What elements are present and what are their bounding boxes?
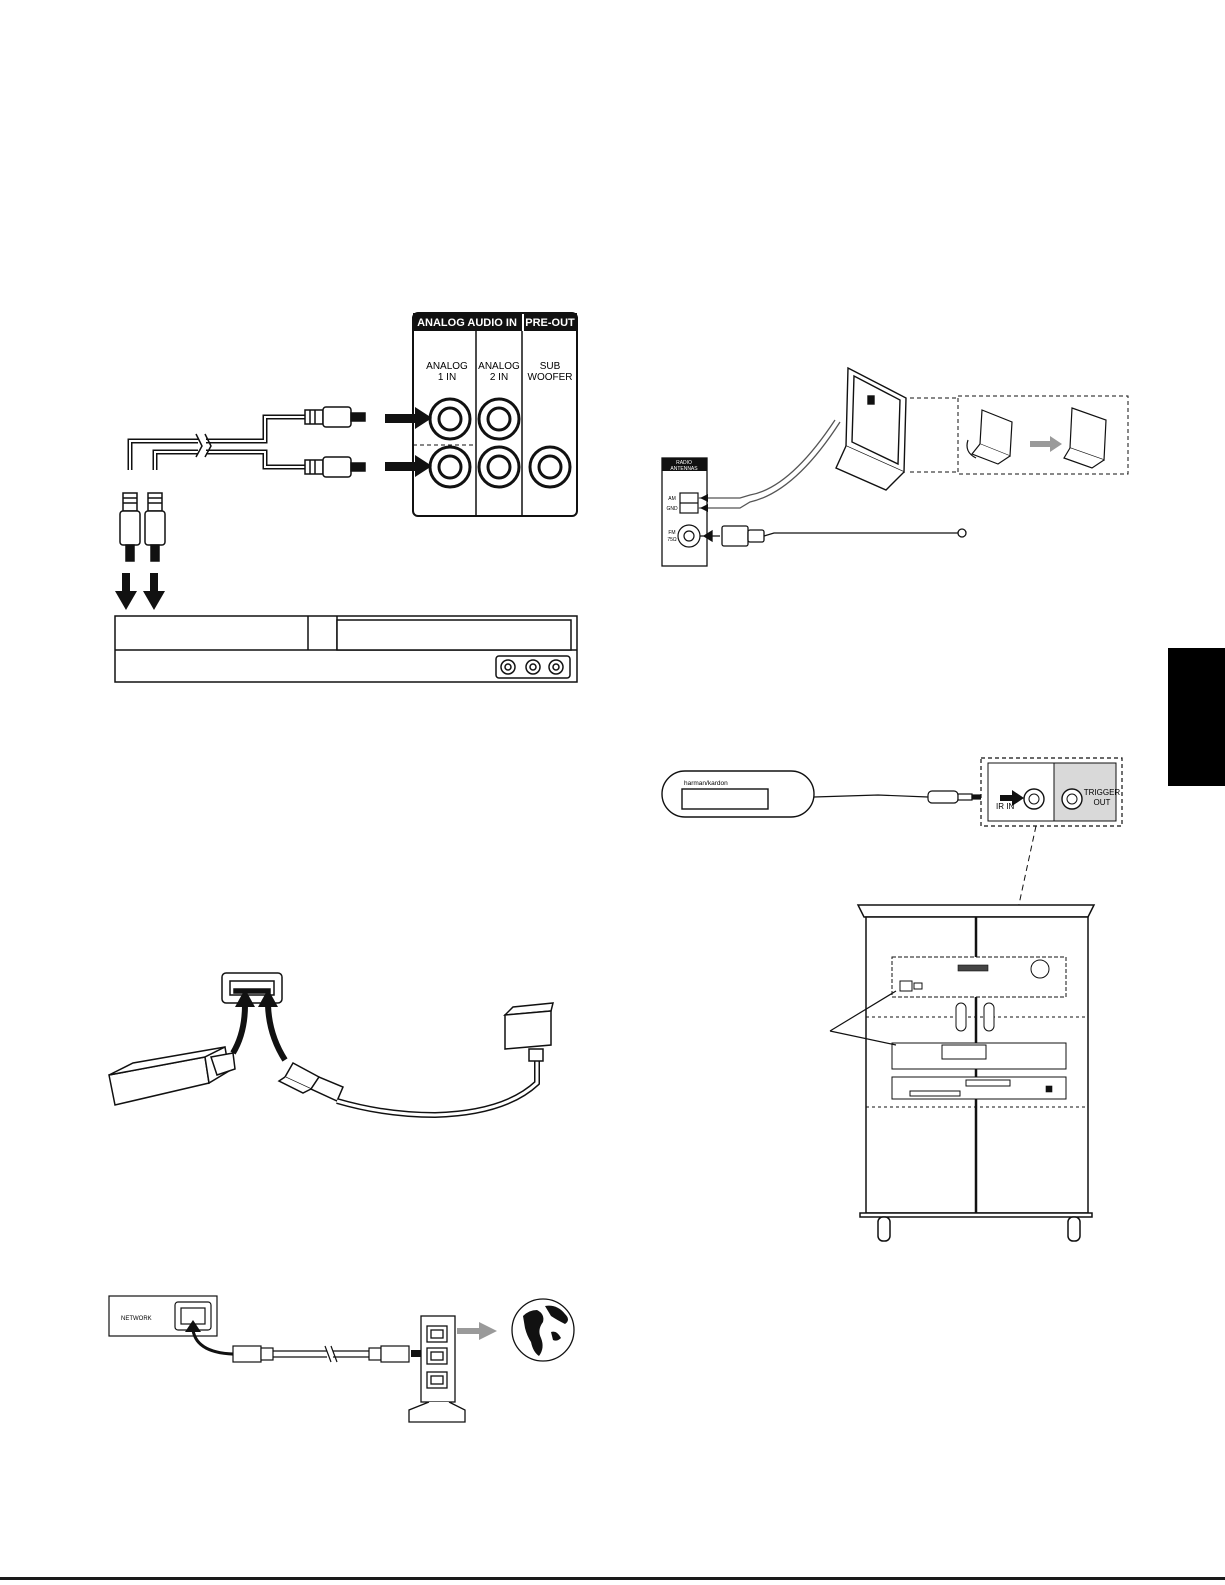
preout-section-title: PRE-OUT — [525, 317, 575, 329]
analog1-label-line1: ANALOG — [426, 361, 468, 372]
subwoofer-label-line1: SUB — [540, 361, 561, 372]
trigger-label-line2: OUT — [1094, 798, 1111, 807]
rca-cable — [130, 417, 320, 470]
ir-cable — [814, 791, 986, 803]
ir-in-label: IR IN — [996, 802, 1014, 811]
analog1-label-line2: 1 IN — [438, 372, 456, 383]
ir-receiver — [662, 771, 814, 817]
usb-arrow-right — [268, 1005, 285, 1060]
usb-connection-figure — [105, 965, 565, 1125]
globe-icon — [512, 1299, 574, 1361]
subwoofer-jack — [530, 447, 570, 487]
rca-plug-bottom-right — [145, 493, 165, 561]
am-terminal — [680, 493, 698, 513]
fm-ohm-label: 75Ω — [667, 537, 677, 543]
network-router — [409, 1316, 465, 1422]
gnd-label: GND — [666, 506, 678, 512]
rca-plug-left — [305, 407, 365, 427]
usb-arrow-left — [233, 1005, 245, 1053]
network-label: NETWORK — [121, 1316, 152, 1322]
antenna-assembly-inset — [910, 396, 1128, 474]
ir-connection-figure: harman/kardon IR IN TRIGGER OUT — [660, 755, 1150, 1260]
antenna-terminal-panel: RADIO ANTENNAS AM GND FM 75Ω — [662, 458, 707, 566]
am-label: AM — [668, 496, 676, 502]
analog2-label-line2: 2 IN — [490, 372, 508, 383]
trigger-label-line1: TRIGGER — [1084, 788, 1121, 797]
analog1-right-jack — [430, 447, 470, 487]
rca-plug-right — [305, 457, 365, 477]
analog-connection-figure: ANALOG AUDIO IN PRE-OUT ANALOG 1 IN ANAL… — [100, 305, 590, 690]
arrow-to-source-right — [143, 573, 165, 610]
ethernet-cable — [233, 1346, 409, 1362]
analog-section-title: ANALOG AUDIO IN — [417, 317, 517, 329]
section-side-tab — [1168, 648, 1225, 786]
rca-plug-bottom-left — [120, 493, 140, 561]
source-device — [115, 616, 577, 682]
antenna-title-line2: ANTENNAS — [670, 466, 698, 472]
fm-terminal — [678, 525, 700, 547]
antenna-connection-figure: RADIO ANTENNAS AM GND FM 75Ω — [660, 360, 1140, 570]
usb-flash-drive — [109, 1047, 235, 1105]
analog2-left-jack — [479, 399, 519, 439]
am-antenna-wire — [698, 420, 840, 508]
analog-rear-panel: ANALOG AUDIO IN PRE-OUT ANALOG 1 IN ANAL… — [413, 313, 577, 516]
bottom-rule — [0, 1577, 1225, 1580]
subwoofer-label-line2: WOOFER — [528, 372, 573, 383]
equipment-cabinet — [858, 905, 1094, 1241]
dock-connector — [505, 1003, 553, 1061]
network-connection-figure: NETWORK — [105, 1290, 585, 1430]
analog2-label-line1: ANALOG — [478, 361, 520, 372]
usb-cable-plug — [279, 1061, 537, 1115]
am-loop-antenna — [836, 368, 906, 490]
fm-wire-antenna — [700, 526, 966, 546]
arrow-to-source-left — [115, 573, 137, 610]
ir-receiver-brand: harman/kardon — [684, 780, 728, 787]
analog2-right-jack — [479, 447, 519, 487]
fm-label: FM — [668, 530, 675, 536]
internet-arrow — [457, 1322, 497, 1340]
analog1-left-jack — [430, 399, 470, 439]
